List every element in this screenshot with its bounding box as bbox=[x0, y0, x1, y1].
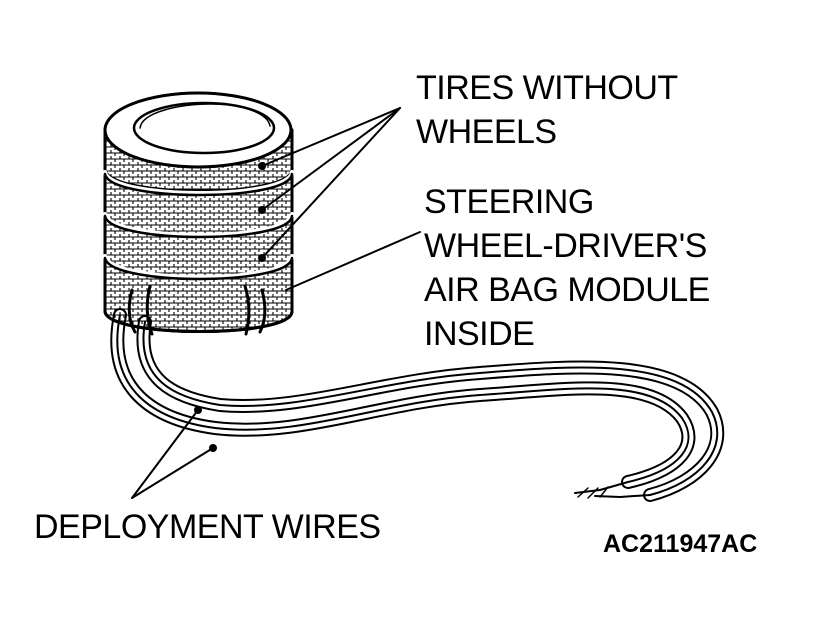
tires-label-line-2: WHEELS bbox=[416, 113, 557, 151]
airbag-module-label-line-1: STEERING bbox=[424, 183, 594, 221]
deployment-wires-label: DEPLOYMENT WIRES bbox=[34, 508, 381, 546]
deployment-wires bbox=[110, 308, 725, 502]
leader-lines bbox=[131, 107, 421, 499]
callout-dots bbox=[194, 162, 266, 452]
tire-stack bbox=[103, 91, 294, 336]
airbag-module-label-line-4: INSIDE bbox=[424, 315, 535, 353]
airbag-module-label: STEERING WHEEL-DRIVER'S AIR BAG MODULE I… bbox=[424, 180, 710, 356]
figure-code: AC211947AC bbox=[603, 530, 758, 558]
airbag-module-label-line-3: AIR BAG MODULE bbox=[424, 271, 710, 309]
tires-label: TIRES WITHOUT WHEELS bbox=[416, 66, 678, 154]
airbag-module-label-line-2: WHEEL-DRIVER'S bbox=[424, 227, 707, 265]
tires-label-line-1: TIRES WITHOUT bbox=[416, 69, 678, 107]
